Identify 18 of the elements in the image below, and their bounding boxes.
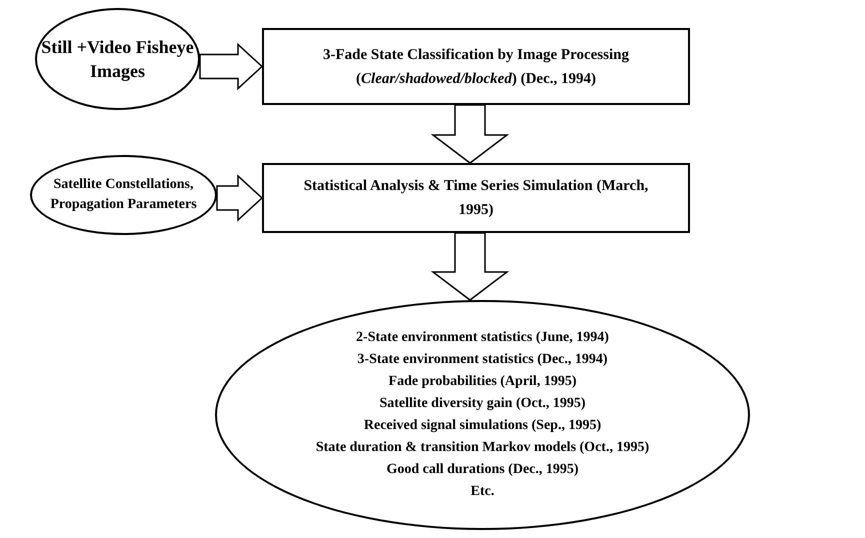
node-text: 3-State environment statistics (Dec., 1994) [357,351,608,369]
node-text: 3-Fade State Classification by Image Processing (Clear/shadowed/blocked) (Dec., 1994) [322,46,630,88]
node-text: Fade probabilities (April, 1995) [388,373,576,391]
block-arrow [199,42,264,90]
node-text: Statistical Analysis & Time Series Simulation (March, 1995) [302,177,650,220]
node-text: Satellite diversity gain (Oct., 1995) [379,395,586,413]
node-text: Good call durations (Dec., 1995) [386,461,579,479]
node-text: 2-State environment statistics (June, 1994) [356,329,609,347]
node-text: State duration & transition Markov models (Oct., 1995) [316,439,650,457]
block-arrow [430,232,510,301]
node-text: Still +Video Fisheye Images [40,36,195,83]
node-text: Etc. [470,483,494,501]
block-arrow [216,174,264,222]
process-box [262,163,690,233]
block-arrow [430,104,510,164]
node-text: Received signal simulations (Sep., 1995) [364,417,602,435]
process-box [262,28,690,105]
node-text: Satellite Constellations, Propagation Parameters [49,176,198,214]
